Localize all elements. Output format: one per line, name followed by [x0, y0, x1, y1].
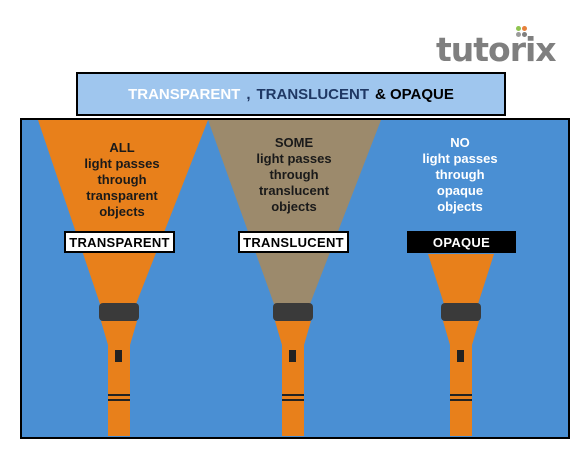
- beam-line: objects: [437, 199, 483, 214]
- label-transparent: TRANSPARENT: [64, 231, 175, 253]
- beam-line: objects: [99, 204, 145, 219]
- beam-line: light passes: [256, 151, 332, 166]
- beam-line: light passes: [84, 156, 160, 171]
- beam-opaque: [428, 254, 494, 304]
- beam-line: SOME: [274, 135, 314, 150]
- beam-line: NO: [450, 135, 470, 150]
- beam-line: through: [97, 172, 147, 187]
- beam-translucent: [208, 120, 381, 304]
- beam-line: objects: [271, 199, 317, 214]
- beam-line: ALL: [109, 140, 135, 155]
- beam-line: light passes: [422, 151, 498, 166]
- beam-text-translucent: SOME light passes through translucent ob…: [229, 135, 359, 215]
- beam-line: through: [269, 167, 319, 182]
- torch-transparent-icon: [99, 303, 139, 436]
- beam-line: translucent: [258, 183, 330, 198]
- beam-line: transparent: [86, 188, 158, 203]
- title-part-transparent: TRANSPARENT: [128, 85, 241, 103]
- label-opaque: OPAQUE: [407, 231, 516, 253]
- beam-line: opaque: [436, 183, 484, 198]
- beam-transparent: [38, 120, 208, 304]
- title-part-translucent: TRANSLUCENT: [256, 85, 370, 103]
- torch-translucent-icon: [273, 303, 313, 436]
- logo-text: tutorix: [436, 30, 557, 69]
- beam-line: through: [435, 167, 485, 182]
- title-part-opaque: & OPAQUE: [375, 85, 454, 103]
- logo-dots-icon: [516, 26, 530, 40]
- title-separator: ,: [246, 85, 251, 103]
- tutorix-logo: tutorix: [436, 26, 557, 70]
- logo-dot: [522, 32, 527, 37]
- logo-dot: [522, 26, 527, 31]
- beam-text-opaque: NO light passes through opaque objects: [395, 135, 525, 215]
- logo-dot: [516, 26, 521, 31]
- torch-opaque-icon: [441, 303, 481, 436]
- beam-text-transparent: ALL light passes through transparent obj…: [57, 140, 187, 220]
- title-banner: TRANSPARENT , TRANSLUCENT & OPAQUE: [76, 72, 506, 116]
- logo-dot: [516, 32, 521, 37]
- label-translucent: TRANSLUCENT: [238, 231, 349, 253]
